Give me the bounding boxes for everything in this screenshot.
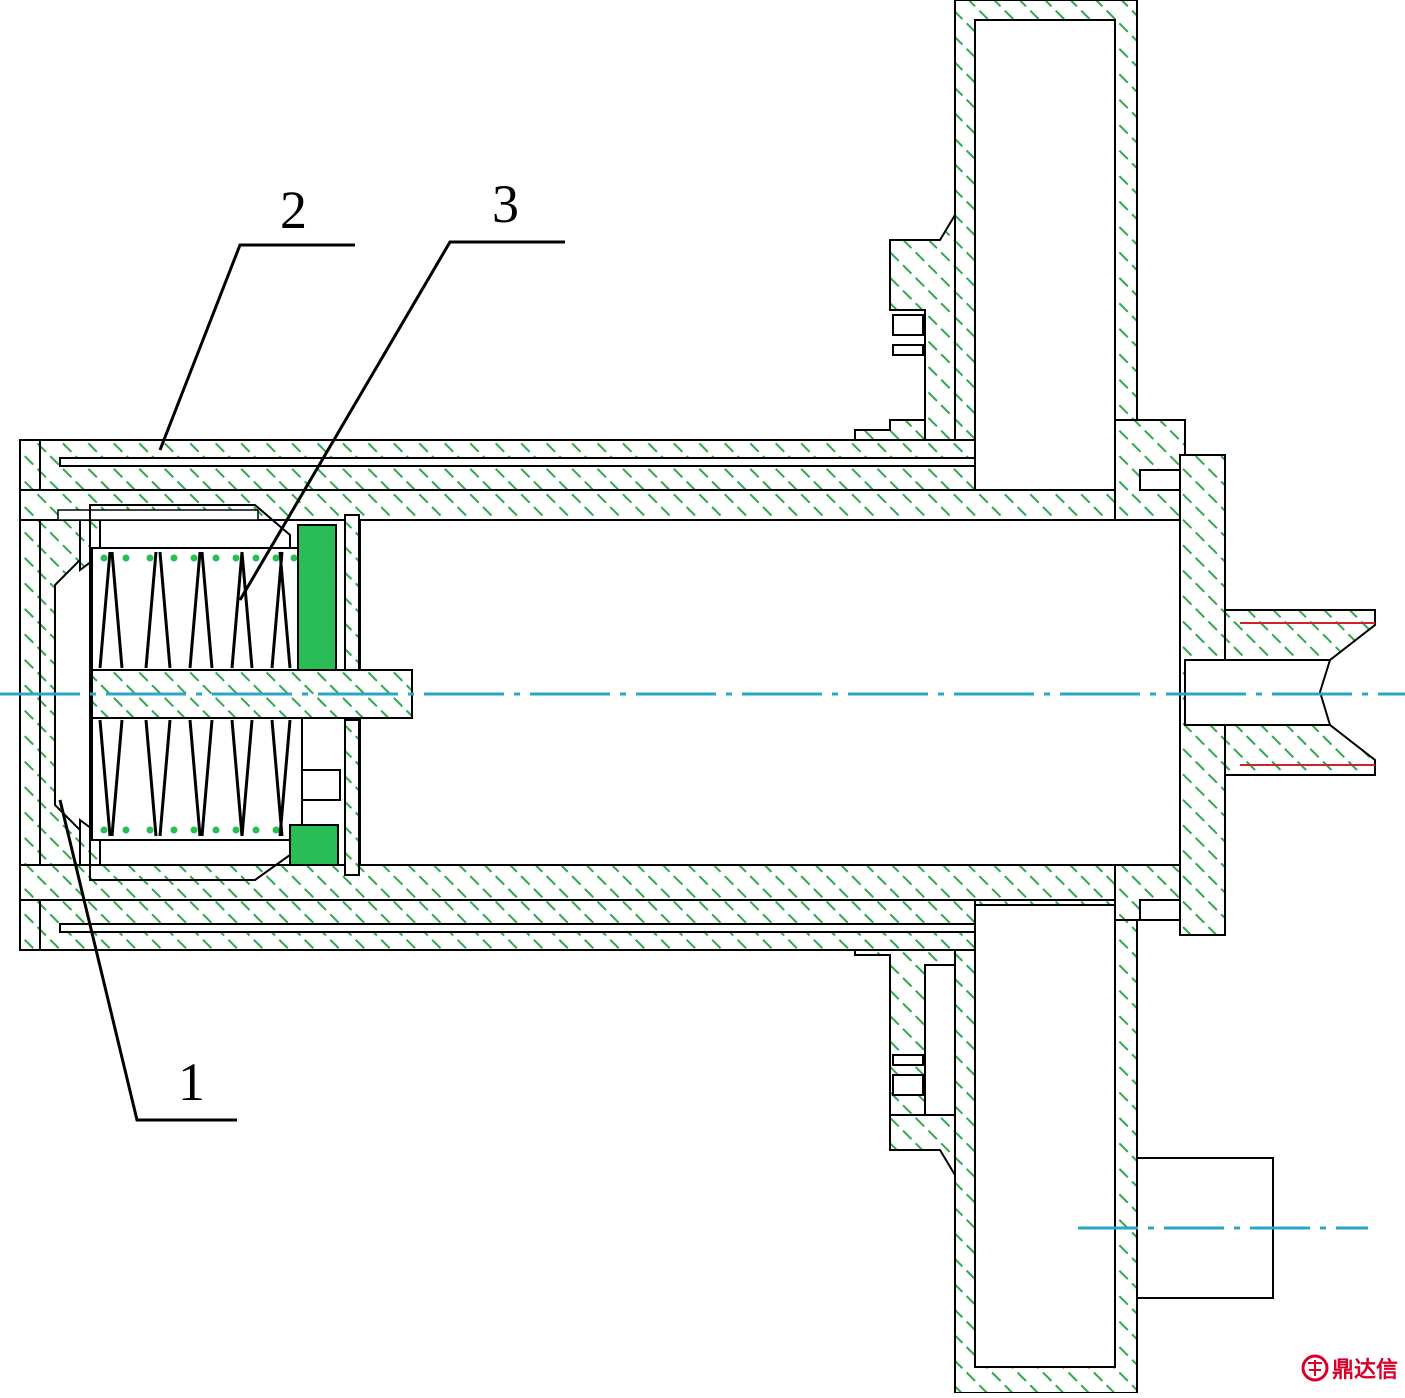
spring-coil — [278, 551, 292, 669]
spring-dot — [272, 826, 280, 834]
spring-dot — [122, 826, 130, 834]
spring-dot — [252, 826, 260, 834]
spring-dot — [212, 554, 220, 562]
spring-coil — [98, 551, 112, 669]
spring-coil — [278, 719, 292, 837]
spring-coil — [230, 719, 244, 837]
spring-dot — [146, 826, 154, 834]
piston — [289, 514, 360, 876]
lower-bearing-bracket — [854, 904, 956, 1179]
spring-dot — [252, 554, 260, 562]
spring-dot — [190, 554, 198, 562]
part-label-1: 1 — [178, 1052, 205, 1112]
outer-sleeve — [19, 439, 976, 951]
spring-dot — [290, 554, 298, 562]
spring-dot — [170, 554, 178, 562]
leader-lines — [58, 240, 565, 1122]
spring-coil — [200, 551, 214, 669]
spring-coil — [158, 551, 172, 669]
leader-line-2 — [158, 243, 355, 451]
spring-coil — [144, 551, 158, 669]
spring-coils-lower — [98, 719, 298, 837]
logo-icon — [1301, 1354, 1329, 1382]
part-label-3: 3 — [492, 174, 519, 234]
watermark-text: 鼎达信 — [1332, 1357, 1398, 1383]
spring-dot — [170, 826, 178, 834]
spring-coil — [98, 719, 112, 837]
spring-coil — [110, 719, 124, 837]
spring-dot — [100, 826, 108, 834]
spring-dot — [190, 826, 198, 834]
spring-coils-upper — [98, 551, 298, 669]
spring-assembly — [91, 547, 303, 841]
spring-dot — [122, 554, 130, 562]
spring-dot — [146, 554, 154, 562]
spring-coil — [188, 719, 202, 837]
watermark: 鼎达信 — [1301, 1354, 1398, 1383]
spring-dot — [232, 826, 240, 834]
leader-line-3 — [238, 240, 565, 601]
part-label-2: 2 — [280, 180, 307, 240]
spring-coil — [110, 551, 124, 669]
spring-coil — [240, 719, 254, 837]
spring-coil — [158, 719, 172, 837]
spring-coil — [230, 551, 244, 669]
leader-line-1 — [58, 799, 237, 1122]
spring-coil — [200, 719, 214, 837]
spring-dot — [232, 554, 240, 562]
spring-coil — [144, 719, 158, 837]
spring-dot — [272, 554, 280, 562]
spring-dot — [100, 554, 108, 562]
spring-coil — [240, 551, 254, 669]
spring-dot — [212, 826, 220, 834]
spring-coil — [188, 551, 202, 669]
